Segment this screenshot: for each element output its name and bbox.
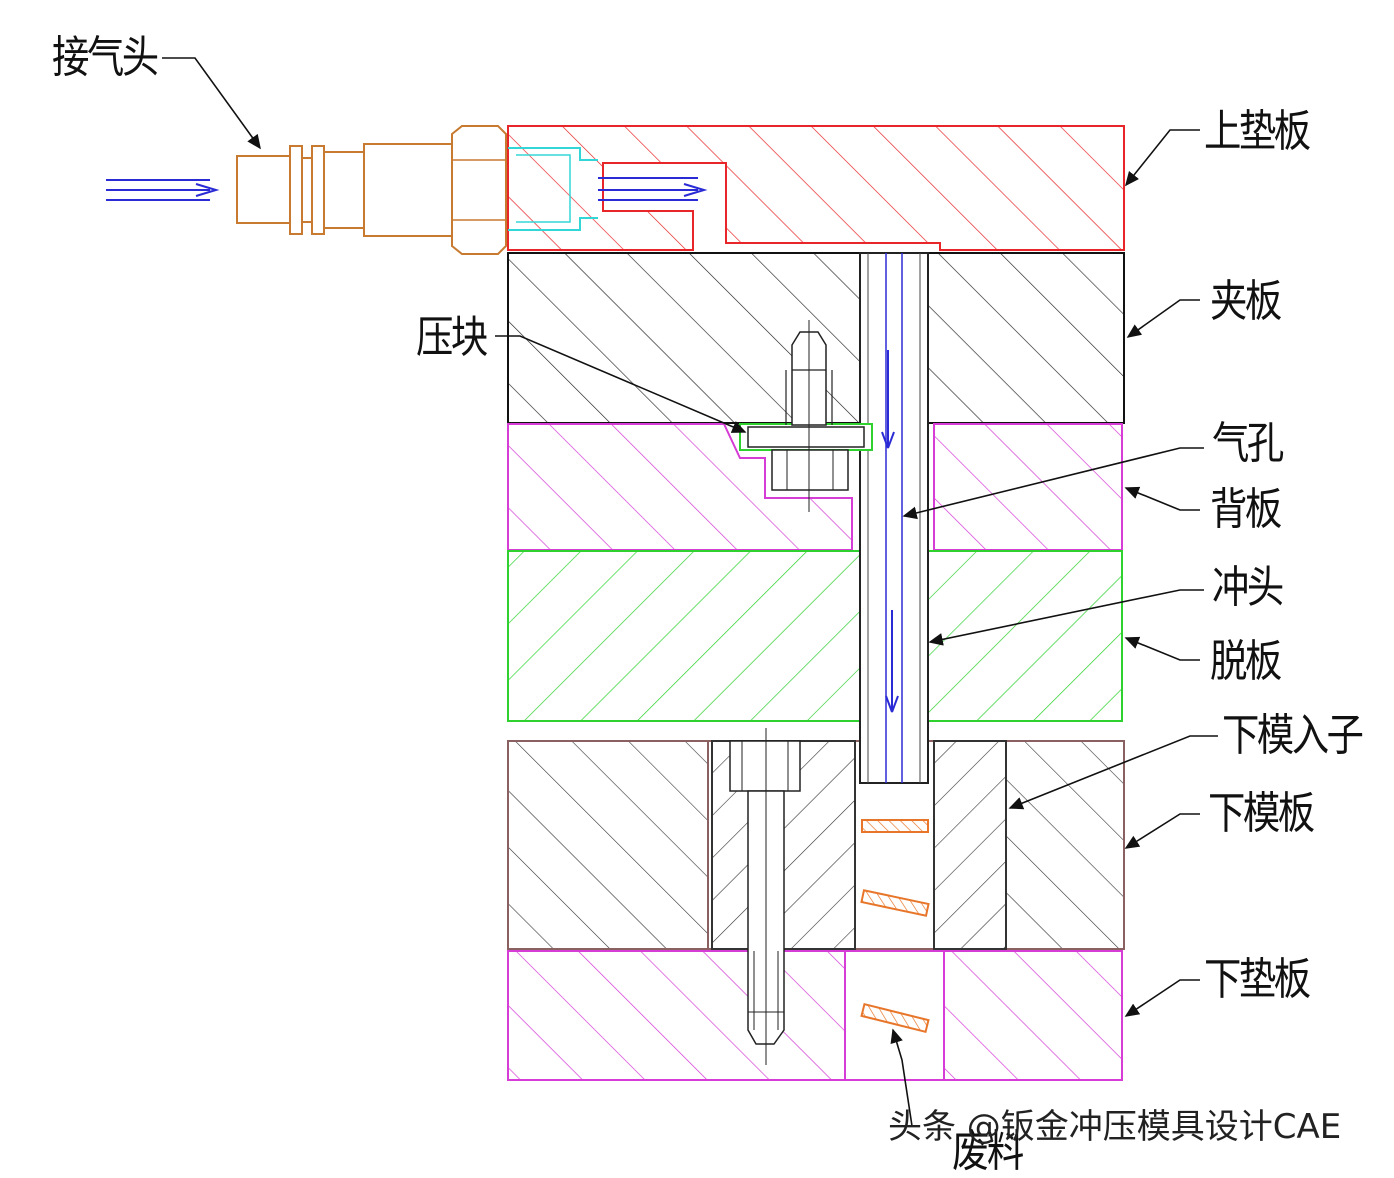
airflow-arrow-inlet bbox=[106, 179, 220, 201]
press-block bbox=[739, 423, 873, 451]
lower-die-screw bbox=[729, 728, 801, 1065]
label-lower-die-plate: 下模板 bbox=[1208, 788, 1315, 839]
label-punch: 冲头 bbox=[1212, 562, 1284, 613]
label-lower-backing-plate: 下垫板 bbox=[1204, 954, 1311, 1005]
scrap-piece-1 bbox=[861, 819, 929, 833]
leader-lower-die-insert bbox=[1008, 735, 1218, 810]
leader-air-hole bbox=[902, 447, 1204, 520]
label-lower-die-insert: 下模入子 bbox=[1222, 710, 1364, 761]
airflow-arrow-down-1 bbox=[881, 350, 895, 449]
leader-back-plate bbox=[1124, 486, 1200, 511]
leader-lines bbox=[162, 57, 1218, 1127]
airflow-arrow-channel bbox=[598, 177, 708, 201]
label-clamp-plate: 夹板 bbox=[1210, 276, 1282, 327]
label-back-plate: 背板 bbox=[1210, 484, 1282, 535]
label-upper-backing-plate: 上垫板 bbox=[1204, 106, 1311, 157]
leader-upper-backing-plate bbox=[1125, 129, 1200, 187]
watermark: 头条 @钣金冲压模具设计CAE bbox=[888, 1107, 1342, 1147]
leader-clamp-plate bbox=[1126, 299, 1200, 338]
leader-stripper-plate bbox=[1124, 636, 1200, 661]
scrap-pieces bbox=[860, 819, 930, 1034]
leader-press-block bbox=[495, 335, 747, 433]
airflow-arrow-down-2 bbox=[885, 610, 899, 713]
upper-backing-plate bbox=[507, 125, 1125, 251]
label-scrap: 废料 bbox=[952, 1126, 1024, 1177]
lower-backing-plate bbox=[507, 950, 1123, 1081]
air-connector bbox=[236, 125, 598, 255]
leader-lower-die-plate bbox=[1124, 813, 1200, 849]
punch bbox=[859, 252, 929, 784]
stripper-plate bbox=[507, 550, 1123, 722]
label-press-block: 压块 bbox=[416, 312, 488, 363]
scrap-piece-2 bbox=[860, 889, 930, 917]
leader-scrap bbox=[890, 1028, 913, 1127]
scrap-piece-3 bbox=[860, 1002, 930, 1034]
label-air-connector: 接气头 bbox=[52, 32, 159, 83]
leader-punch bbox=[928, 589, 1204, 646]
label-air-hole: 气孔 bbox=[1212, 418, 1284, 469]
leader-lower-backing-plate bbox=[1124, 979, 1200, 1017]
press-block-screw bbox=[771, 320, 849, 512]
back-plate bbox=[507, 423, 1123, 551]
label-stripper-plate: 脱板 bbox=[1210, 636, 1282, 687]
leader-air-connector bbox=[162, 57, 261, 150]
